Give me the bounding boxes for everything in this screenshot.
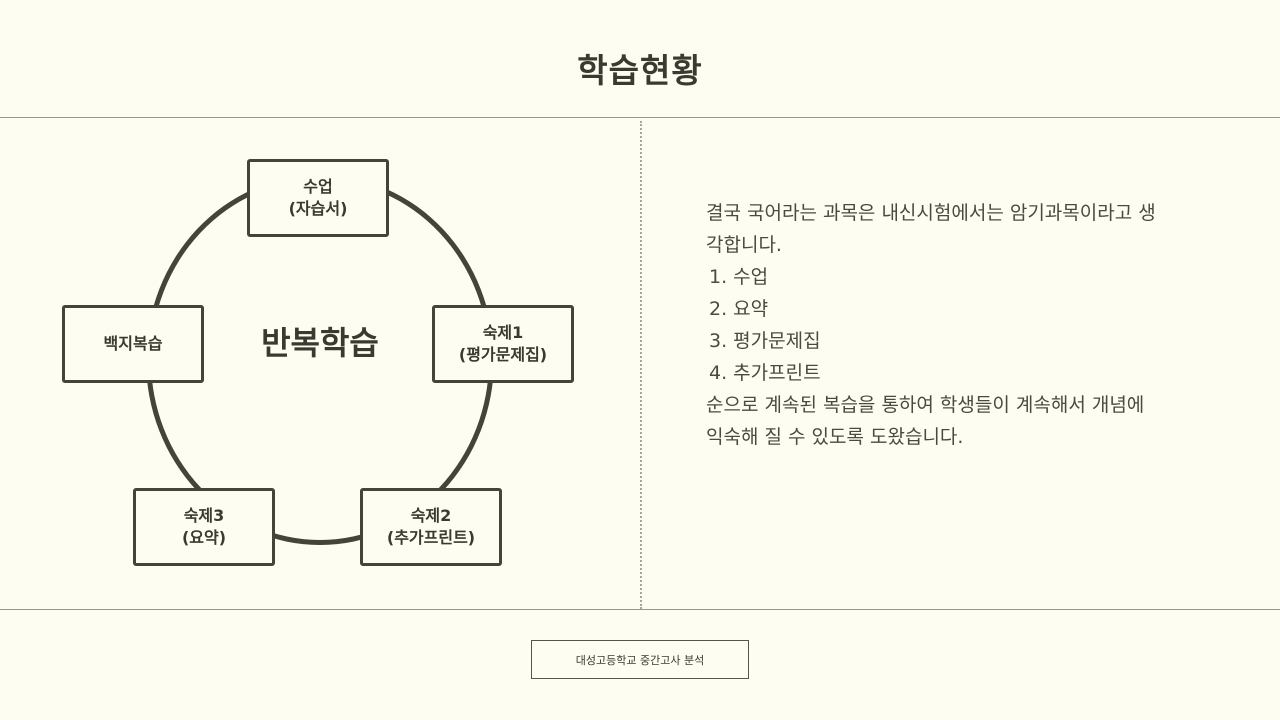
node-sublabel: (추가프린트) — [386, 528, 476, 547]
cycle-center-label: 반복학습 — [261, 324, 379, 362]
page-title: 학습현황 — [577, 51, 703, 90]
node-label: 숙제2 — [410, 506, 452, 525]
cycle-node-homework1: 숙제1 (평가문제집) — [432, 305, 574, 383]
cycle-node-blank-review: 백지복습 — [62, 305, 204, 383]
description-intro-cont: 각합니다. — [706, 234, 782, 256]
list-item: 3. 평가문제집 — [709, 330, 821, 352]
description-intro: 결국 국어라는 과목은 내신시험에서는 암기과목이라고 생 — [706, 202, 1156, 224]
footer-divider — [0, 609, 1280, 610]
node-sublabel: (평가문제집) — [458, 345, 548, 364]
column-divider — [640, 121, 642, 609]
cycle-node-class: 수업 (자습서) — [247, 159, 389, 237]
cycle-node-homework3: 숙제3 (요약) — [133, 488, 275, 566]
list-item: 4. 추가프린트 — [709, 362, 821, 384]
footer-label: 대성고등학교 중간고사 분석 — [531, 640, 749, 679]
node-label: 숙제1 — [482, 323, 524, 342]
description-outro-cont: 익숙해 질 수 있도록 도왔습니다. — [706, 426, 964, 448]
description-text: 결국 국어라는 과목은 내신시험에서는 암기과목이라고 생 각합니다. 1. 수… — [706, 197, 1206, 453]
node-label: 수업 — [303, 177, 333, 196]
node-sublabel: (자습서) — [288, 199, 348, 218]
node-label: 백지복습 — [103, 334, 163, 353]
header-divider — [0, 117, 1280, 118]
cycle-node-homework2: 숙제2 (추가프린트) — [360, 488, 502, 566]
list-item: 1. 수업 — [709, 266, 769, 288]
node-sublabel: (요약) — [181, 528, 227, 547]
list-item: 2. 요약 — [709, 298, 769, 320]
description-outro: 순으로 계속된 복습을 통하여 학생들이 계속해서 개념에 — [706, 394, 1145, 416]
node-label: 숙제3 — [183, 506, 225, 525]
